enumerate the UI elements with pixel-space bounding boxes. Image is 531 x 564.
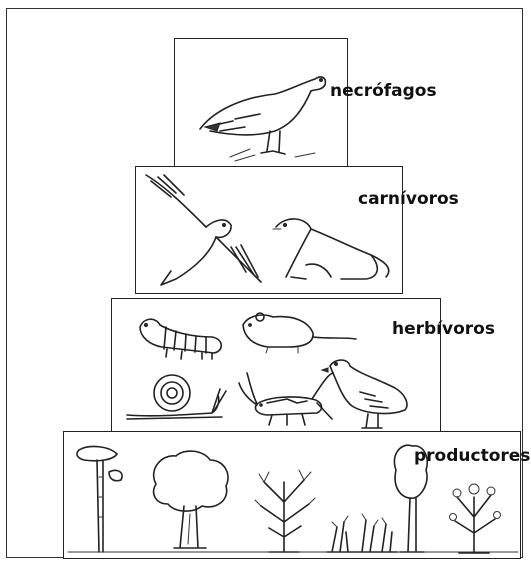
caterpillar-illustration <box>132 307 232 362</box>
shrub-illustration <box>249 462 319 557</box>
tier-producers: productores <box>63 431 521 559</box>
hawk-illustration <box>136 167 276 295</box>
oak-tree-illustration <box>144 444 234 554</box>
vulture-illustration <box>175 39 349 169</box>
level-label-carnivores: carnívoros <box>358 189 459 209</box>
partridge-illustration <box>320 354 430 434</box>
level-label-producers: productores <box>414 446 530 466</box>
diagram-frame: necrófagos carnívoros <box>6 8 523 558</box>
level-label-herbivores: herbívoros <box>392 319 495 339</box>
tier-herbivores: herbívoros <box>111 298 441 434</box>
weasel-illustration <box>271 207 401 292</box>
snail-illustration <box>122 371 232 426</box>
tier-carnivores: carnívoros <box>135 166 403 294</box>
palm-tree-illustration <box>69 442 129 557</box>
mouse-illustration <box>238 307 358 357</box>
ground-line <box>64 550 522 556</box>
level-label-scavengers: necrófagos <box>330 81 437 101</box>
tier-scavengers: necrófagos <box>174 38 348 168</box>
flowering-shrub-illustration <box>439 467 509 557</box>
